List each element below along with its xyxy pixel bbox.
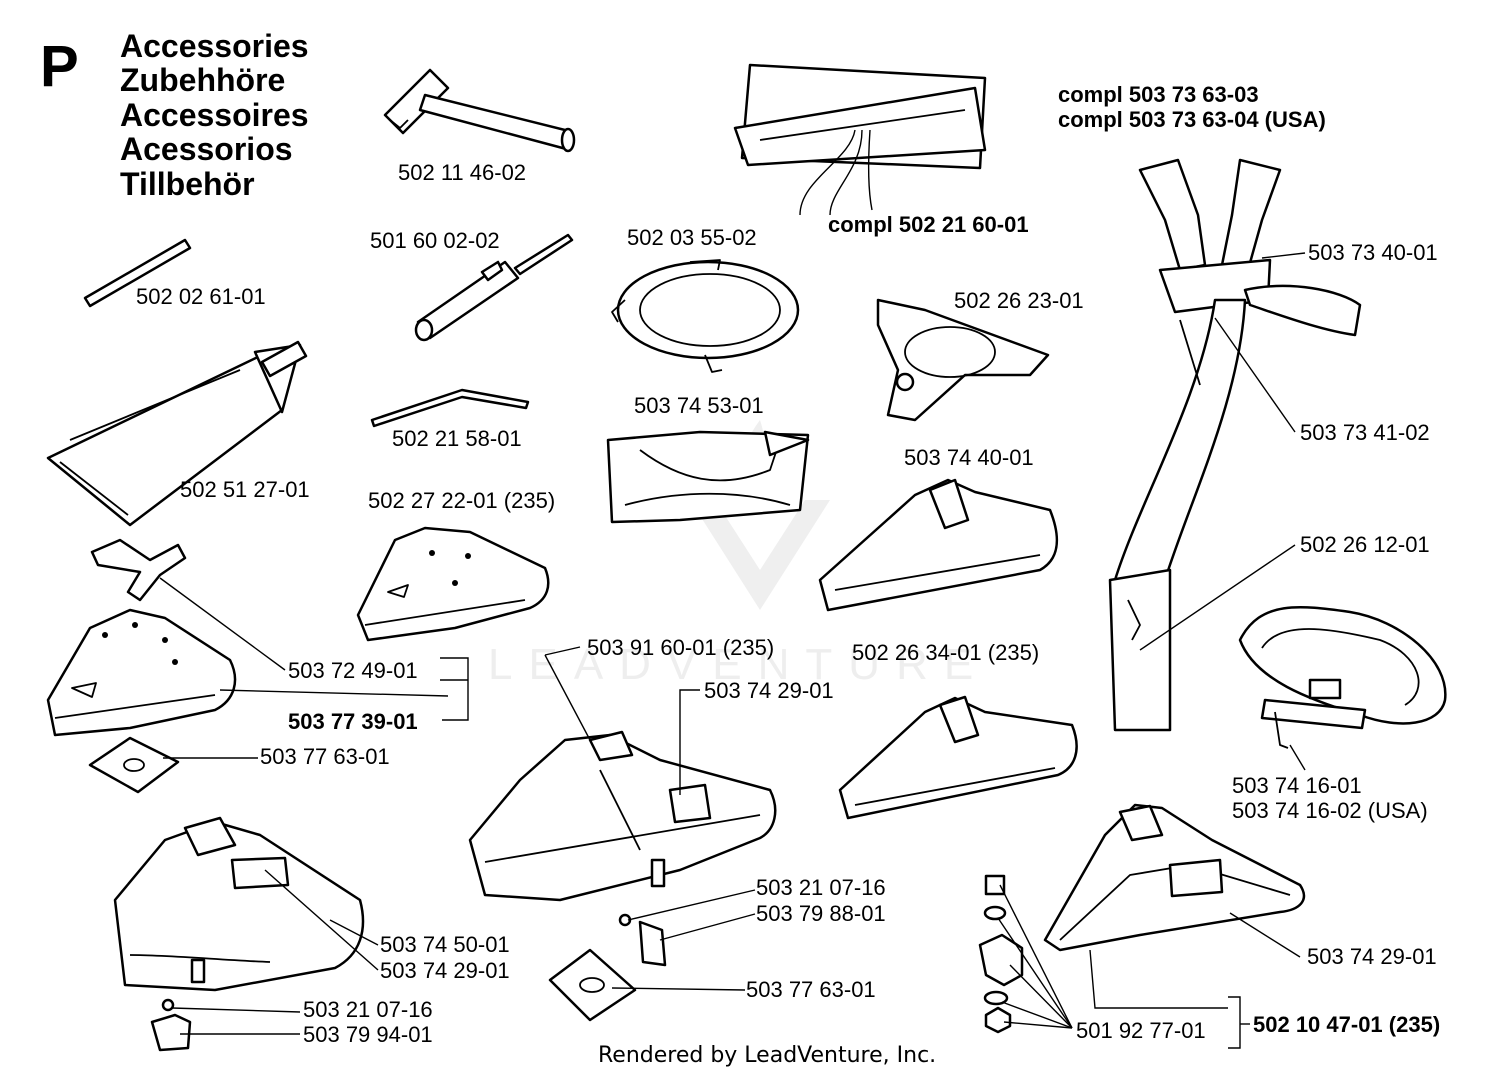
allen-key	[370, 388, 530, 428]
waist-belt	[1238, 606, 1447, 749]
trimmer-guard-left	[46, 608, 237, 737]
trimmer-guard-235	[356, 526, 550, 642]
part-label-hip-pad: 502 26 12-01	[1300, 532, 1430, 557]
part-label-clip-left: 503 79 94-01	[303, 1022, 433, 1047]
fastener-kit	[978, 874, 1024, 1034]
part-label-clip-center: 503 79 88-01	[756, 901, 886, 926]
part-label-guard-kit-235: 502 10 47-01 (235)	[1253, 1012, 1441, 1037]
part-label-tube: 502 51 27-01	[180, 477, 310, 502]
guard-bracket	[90, 538, 187, 602]
trimmer-guard-right-upper	[818, 478, 1058, 612]
part-label-plate-left: 503 77 63-01	[260, 744, 390, 769]
mounting-plate-left	[88, 736, 180, 794]
part-label-screw-left: 503 21 07-16	[303, 997, 433, 1022]
leader-lines	[159, 252, 1306, 1049]
guard-insert	[606, 430, 810, 524]
part-label-harness-set: compl 503 73 63-03	[1058, 82, 1259, 107]
heading-en: Accessories	[120, 28, 309, 64]
trimmer-guard-large-center	[468, 730, 777, 902]
part-label-bracket-top: 503 72 49-01	[288, 658, 418, 683]
support-plate	[876, 298, 1050, 422]
heading-de: Zubehhöre	[120, 62, 286, 98]
part-label-guard-235: 502 27 22-01 (235)	[368, 488, 556, 513]
rod	[83, 238, 192, 308]
part-label-strap-buckle: 503 73 40-01	[1308, 240, 1438, 265]
part-label-guard-bottom-left: 503 74 50-01	[380, 932, 510, 957]
part-label-support-plate: 502 26 23-01	[954, 288, 1084, 313]
part-label-decal-center: 503 74 29-01	[704, 678, 834, 703]
tool-bag	[733, 63, 987, 216]
part-label-bag: compl 502 21 60-01	[828, 212, 1029, 237]
part-label-rod: 502 02 61-01	[136, 284, 266, 309]
part-label-guard-kit: 503 77 39-01	[288, 709, 418, 734]
part-label-decal-right: 503 74 29-01	[1307, 944, 1437, 969]
part-label-screw-center: 503 21 07-16	[756, 875, 886, 900]
grease-tube	[46, 340, 308, 527]
part-label-harness-pad: 503 73 41-02	[1300, 420, 1430, 445]
part-label-belt-a: 503 74 16-01	[1232, 773, 1362, 798]
trimmer-guard-bottom-right	[1043, 803, 1306, 952]
watermark-text: LEADVENTURE	[488, 640, 990, 689]
combination-wrench	[383, 68, 576, 153]
screwdriver	[414, 233, 574, 342]
heading-pt: Acessorios	[120, 131, 293, 167]
trimmer-guard-right-lower	[838, 695, 1078, 820]
part-label-screwdriver: 501 60 02-02	[370, 228, 500, 253]
section-letter: P	[40, 34, 79, 99]
part-label-ring: 502 03 55-02	[627, 225, 757, 250]
heading-fr: Accessoires	[120, 97, 309, 133]
part-label-belt-b: 503 74 16-02 (USA)	[1232, 798, 1428, 823]
guard-ring	[611, 259, 800, 373]
screw-and-clip-left	[150, 998, 192, 1052]
part-label-allen-key: 502 21 58-01	[392, 426, 522, 451]
part-label-decal-left: 503 74 29-01	[380, 958, 510, 983]
part-label-plate-center: 503 77 63-01	[746, 977, 876, 1002]
part-label-fastener-kit: 501 92 77-01	[1076, 1018, 1206, 1043]
part-label-guard-right-a: 503 74 40-01	[904, 445, 1034, 470]
screw-clip-plate-center	[548, 913, 667, 1022]
part-label-harness-set-usa: compl 503 73 63-04 (USA)	[1058, 107, 1326, 132]
footer-credit: Rendered by LeadVenture, Inc.	[598, 1043, 937, 1068]
shoulder-harness	[1108, 158, 1362, 732]
part-label-guard-large-center: 503 91 60-01 (235)	[587, 635, 775, 660]
part-label-guard-right-b: 502 26 34-01 (235)	[852, 640, 1040, 665]
trimmer-guard-bottom-left	[113, 816, 365, 992]
heading-sv: Tillbehör	[120, 166, 255, 202]
part-label-wrench: 502 11 46-02	[398, 160, 527, 185]
part-label-guard-insert: 503 74 53-01	[634, 393, 764, 418]
